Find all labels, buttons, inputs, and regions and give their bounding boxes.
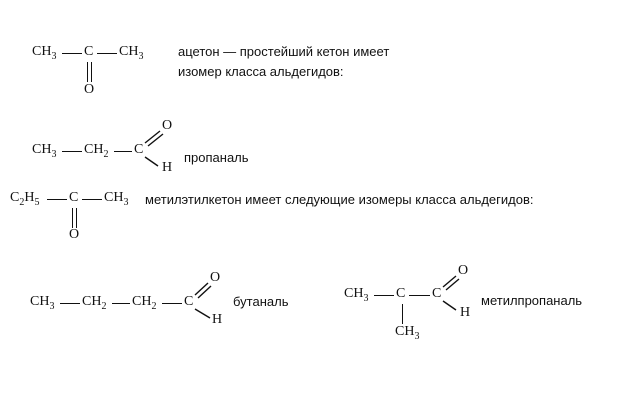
butanal-bond-2 — [112, 303, 130, 305]
acetone-ch3-right: CH3 — [119, 44, 144, 62]
propanal-bond-2 — [114, 151, 132, 153]
butanal-c: C — [184, 294, 194, 309]
butanal-h: H — [212, 312, 223, 327]
propanal-ch2: CH2 — [84, 142, 109, 160]
mek-double-bond-b — [76, 208, 78, 228]
acetone-double-bond-b — [91, 62, 93, 82]
mek-c: C — [69, 190, 79, 205]
acetone-double-bond-a — [87, 62, 89, 82]
methylpropanal-bond-1 — [374, 295, 394, 297]
propanal-ch3: CH3 — [32, 142, 57, 160]
methylpropanal-o: O — [458, 263, 469, 278]
methylpropanal-branch-bond — [402, 304, 404, 324]
propanal-ch-bond — [144, 156, 159, 167]
propanal-o: O — [162, 118, 173, 133]
propanal-h: H — [162, 160, 173, 175]
acetone-bond-1 — [62, 53, 82, 55]
acetone-ch3-left: CH3 — [32, 44, 57, 62]
propanal-co-bond-a — [144, 130, 161, 144]
butanal-co-bond-b — [197, 285, 212, 299]
mek-c2h5: C2H5 — [10, 190, 40, 208]
acetone-bond-2 — [97, 53, 117, 55]
propanal-name: пропаналь — [184, 150, 249, 165]
butanal-bond-1 — [60, 303, 80, 305]
acetone-description-line2: изомер класса альдегидов: — [178, 64, 344, 79]
butanal-name: бутаналь — [233, 294, 289, 309]
methylpropanal-ch3-branch: CH3 — [395, 324, 420, 342]
propanal-co-bond-b — [147, 133, 164, 147]
mek-double-bond-a — [72, 208, 74, 228]
butanal-o: O — [210, 270, 221, 285]
butanal-ch2-b: CH2 — [132, 294, 157, 312]
methylpropanal-bond-2 — [409, 295, 430, 297]
acetone-description-line1: ацетон — простейший кетон имеет — [178, 44, 390, 59]
methylpropanal-co-bond-b — [445, 278, 460, 291]
butanal-ch3: CH3 — [30, 294, 55, 312]
acetone-o: O — [84, 82, 95, 97]
mek-o: O — [69, 227, 80, 242]
mek-ch3: CH3 — [104, 190, 129, 208]
butanal-ch-bond — [194, 308, 211, 319]
methylpropanal-h: H — [460, 305, 471, 320]
propanal-c: C — [134, 142, 144, 157]
methylpropanal-co-bond-a — [442, 275, 457, 288]
butanal-bond-3 — [162, 303, 182, 305]
mek-bond-2 — [82, 199, 102, 201]
propanal-bond-1 — [62, 151, 82, 153]
butanal-co-bond-a — [194, 282, 209, 296]
mek-description: метилэтилкетон имеет следующие изомеры к… — [145, 192, 534, 207]
methylpropanal-c: C — [432, 286, 442, 301]
mek-bond-1 — [47, 199, 67, 201]
methylpropanal-ch3-left: CH3 — [344, 286, 369, 304]
acetone-c: C — [84, 44, 94, 59]
methylpropanal-ch-bond — [442, 300, 457, 311]
butanal-ch2-a: CH2 — [82, 294, 107, 312]
methylpropanal-name: метилпропаналь — [481, 293, 583, 308]
methylpropanal-ch: C — [396, 286, 406, 301]
